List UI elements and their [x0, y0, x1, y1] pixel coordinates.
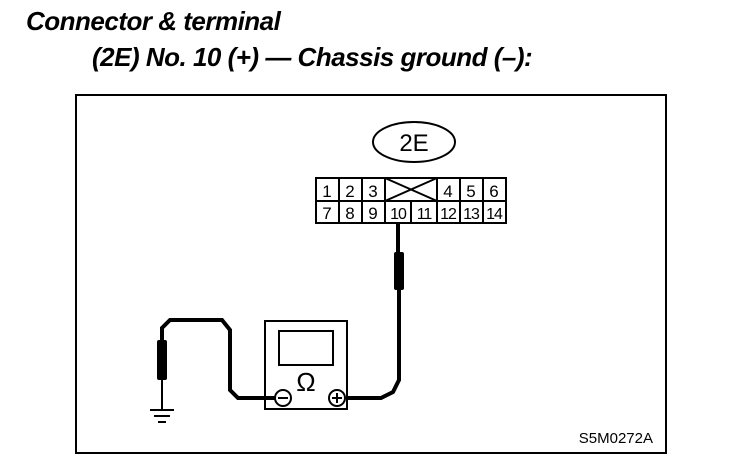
connector-label: 2E [399, 130, 428, 157]
terminal-3: 3 [368, 182, 377, 201]
heading-line-2: (2E) No. 10 (+) — Chassis ground (–): [92, 42, 533, 72]
ohmmeter-display [278, 330, 334, 366]
diagram-frame [75, 94, 667, 454]
terminal-10: 10 [390, 206, 407, 223]
terminal-1: 1 [322, 182, 331, 201]
connector-2e: 1 2 3 4 5 6 7 8 9 10 11 12 13 14 [315, 177, 507, 224]
terminal-2: 2 [345, 182, 354, 201]
plus-terminal-icon [328, 389, 346, 407]
probe-icon [157, 340, 167, 380]
terminal-12: 12 [440, 206, 457, 223]
probe-icon [394, 252, 404, 290]
chassis-ground-icon [150, 409, 174, 423]
ohmmeter: Ω [264, 320, 348, 410]
terminal-14: 14 [486, 206, 503, 223]
terminal-7: 7 [322, 204, 331, 223]
terminal-11: 11 [417, 206, 433, 223]
terminal-6: 6 [489, 182, 498, 201]
figure-code: S5M0272A [579, 430, 653, 447]
terminal-9: 9 [368, 204, 377, 223]
terminal-13: 13 [463, 206, 480, 223]
ohm-symbol: Ω [296, 367, 315, 397]
positive-test-lead [344, 223, 404, 400]
heading-line-1: Connector & terminal [26, 6, 281, 36]
terminal-4: 4 [443, 182, 452, 201]
terminal-8: 8 [345, 204, 354, 223]
connector-label-ellipse [372, 121, 456, 163]
minus-terminal-icon [274, 389, 292, 407]
negative-test-lead [157, 318, 275, 410]
terminal-5: 5 [466, 182, 475, 201]
